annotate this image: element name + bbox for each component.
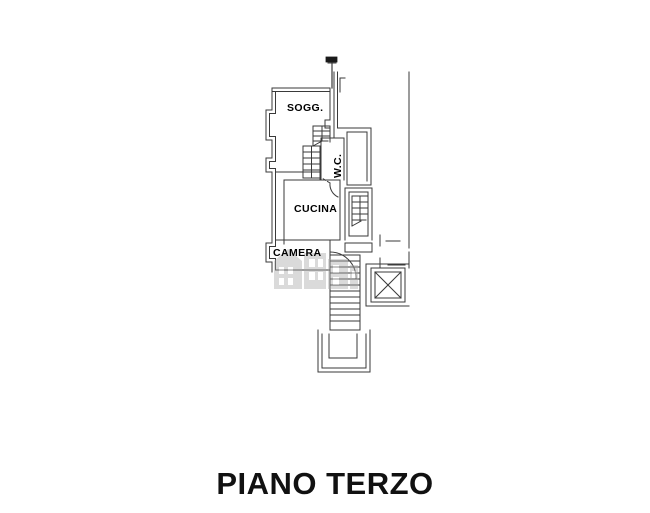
room-label-sogg: SOGG. (287, 102, 324, 114)
stair-flight-sogg (312, 125, 331, 147)
elevator-shaft (365, 263, 410, 307)
stairwell-outline (317, 329, 371, 373)
wall-sogg-cucina (275, 171, 321, 181)
page-title: PIANO TERZO (216, 466, 434, 501)
wall-sogg-right-jog (324, 87, 331, 141)
north-indicator (325, 56, 338, 89)
stair-flight-wc (302, 145, 321, 179)
room-outline-cucina (283, 179, 341, 241)
stair-hall-walls (344, 127, 373, 253)
room-label-wc: W.C. (332, 153, 344, 178)
room-label-wc-wrapper: W.C. (332, 138, 347, 180)
wall-ticks (379, 234, 406, 269)
wall-stub-top (339, 77, 346, 93)
room-outline-wc (320, 137, 345, 181)
room-label-cucina: CUCINA (294, 203, 338, 215)
door-swing-landing (329, 251, 357, 279)
wall-top-sogg (271, 87, 331, 92)
wall-left-outer (265, 87, 276, 273)
door-swing-cucina (321, 177, 339, 198)
stair-flight-hall (351, 195, 369, 227)
room-label-camera: CAMERA (273, 247, 322, 259)
main-staircase (329, 254, 361, 331)
